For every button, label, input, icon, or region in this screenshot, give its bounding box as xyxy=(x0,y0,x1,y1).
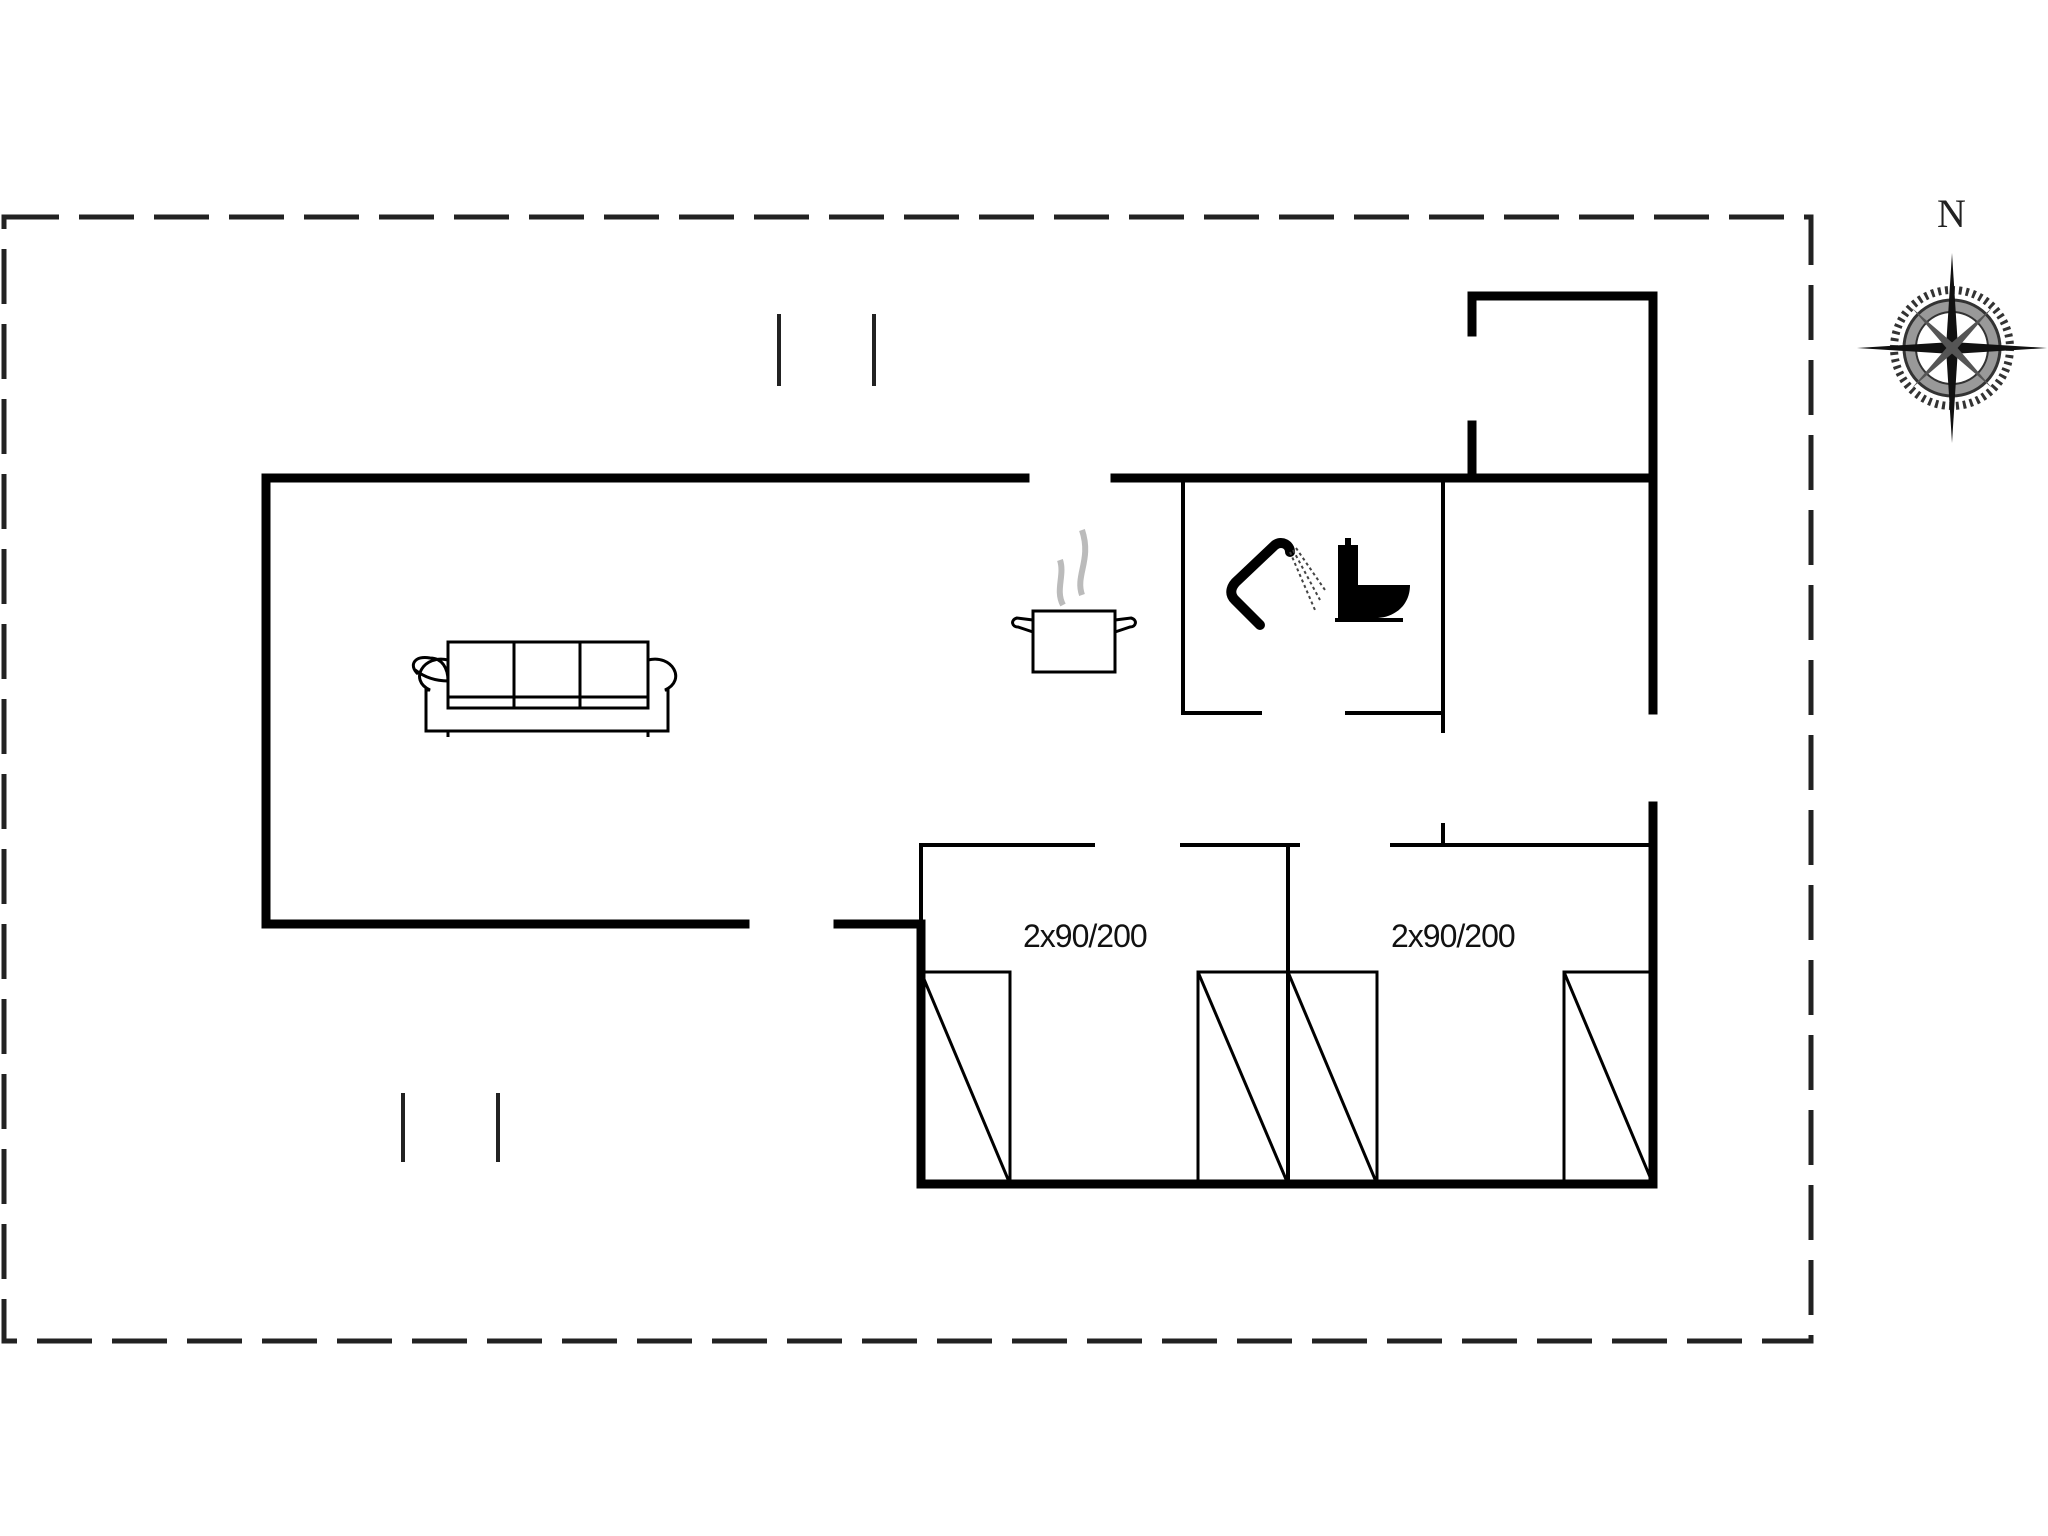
bedroom-1-bed-label: 2x90/200 xyxy=(1023,918,1148,954)
exterior-walls xyxy=(261,291,1658,1189)
property-boundary xyxy=(1,214,1814,1344)
compass-rose-icon xyxy=(1857,253,2047,443)
terrace-marks xyxy=(401,314,876,1162)
toilet-icon xyxy=(1335,538,1410,622)
sofa-icon xyxy=(411,640,678,737)
cooking-pot-icon xyxy=(1011,529,1137,674)
bedroom-2-bed-label: 2x90/200 xyxy=(1391,918,1516,954)
shower-icon xyxy=(1226,538,1326,630)
north-label: N xyxy=(1937,191,1966,236)
wardrobes xyxy=(919,970,1655,1186)
